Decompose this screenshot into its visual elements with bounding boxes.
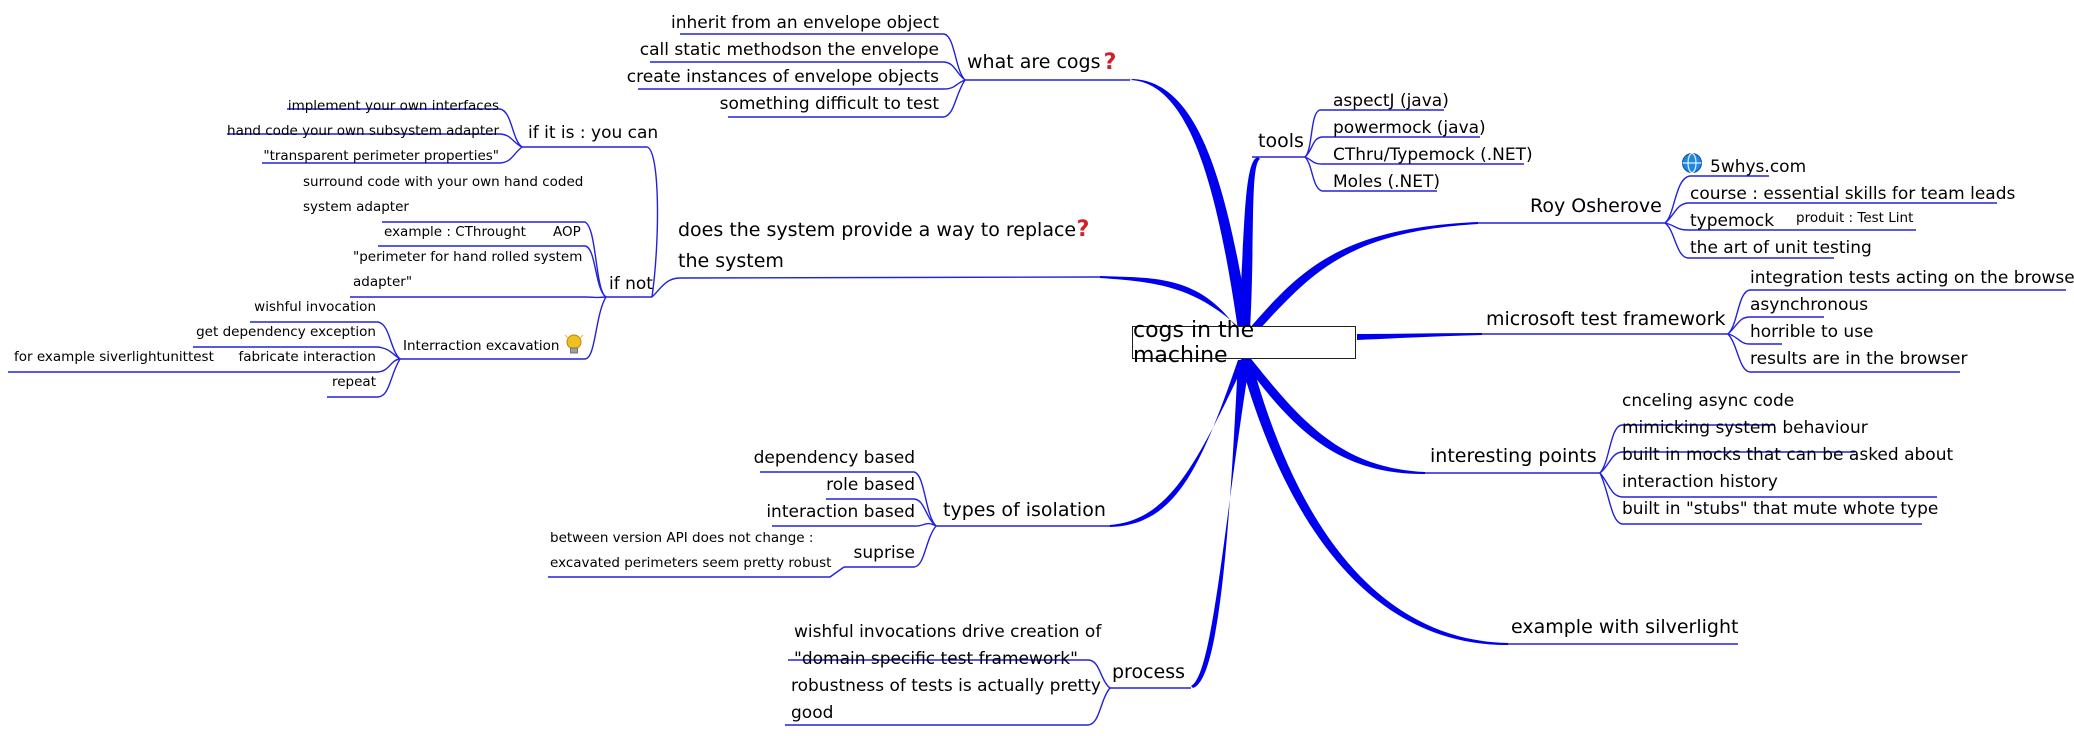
points-item[interactable]: cnceling async code [1622,391,1795,411]
globe-icon [1682,152,1702,174]
tools-item[interactable]: aspectJ (java) [1333,91,1449,111]
root-node[interactable]: cogs in the machine [1132,318,1356,368]
node-roy-osherove[interactable]: Roy Osherove [1530,195,1662,217]
excavation-item[interactable]: repeat [331,374,376,390]
tools-item[interactable]: CThru/Typemock (.NET) [1333,145,1533,165]
tools-item[interactable]: powermock (java) [1333,118,1486,138]
node-microsoft-test-framework[interactable]: microsoft test framework [1486,308,1726,330]
cogs-item[interactable]: inherit from an envelope object [671,13,939,33]
aop-example[interactable]: example : CThrought [384,224,526,240]
node-tools[interactable]: tools [1258,130,1304,152]
branch-roy [1248,222,1478,333]
points-item[interactable]: built in "stubs" that mute whote type [1622,499,1939,519]
yes-item[interactable]: "transparent perimeter properties" [263,148,499,164]
mstf-item[interactable]: asynchronous [1750,295,1869,315]
branch-mstf [1357,333,1482,340]
node-replace-question[interactable]: does the system provide a way to replace [678,219,1077,241]
process-item[interactable]: robustness of tests is actually pretty [791,676,1101,696]
isolation-surprise[interactable]: suprise [853,543,915,563]
node-what-are-cogs[interactable]: what are cogs [967,51,1101,73]
process-item[interactable]: good [791,703,834,723]
node-replace-question-line2: the system [678,250,784,272]
points-item[interactable]: interaction history [1622,472,1778,492]
node-types-of-isolation[interactable]: types of isolation [943,499,1106,521]
isolation-item[interactable]: interaction based [766,502,915,522]
typemock-product[interactable]: produit : Test Lint [1796,210,1914,226]
branch-what-are-cogs [1130,79,1250,330]
svg-text:?: ? [1077,217,1090,240]
yes-item[interactable]: hand code your own subsystem adapter [227,123,499,139]
roy-book[interactable]: the art of unit testing [1690,238,1872,258]
node-process[interactable]: process [1112,661,1186,683]
root-label: cogs in the machine [1133,317,1255,368]
mstf-item[interactable]: horrible to use [1750,322,1874,342]
surprise-note-line[interactable]: between version API does not change : [550,530,814,546]
process-item[interactable]: wishful invocations drive creation of [794,622,1102,642]
node-if-it-is[interactable]: if it is : you can [528,123,659,143]
points-item[interactable]: built in mocks that can be asked about [1622,445,1954,465]
branch-points [1242,355,1425,475]
excavation-example[interactable]: for example siverlightunittest [14,349,214,365]
if-not-surround-line[interactable]: system adapter [303,199,409,215]
if-not-perimeter-line[interactable]: adapter" [353,274,413,290]
isolation-item[interactable]: dependency based [753,448,915,468]
isolation-item[interactable]: role based [826,475,915,495]
branch-process [1191,360,1250,688]
roy-website-link[interactable]: 5whys.com [1710,157,1807,177]
excavation-item[interactable]: fabricate interaction [238,349,377,365]
excavation-item[interactable]: get dependency exception [196,324,376,340]
branch-isolation [1110,360,1246,527]
roy-course[interactable]: course : essential skills for team leads [1690,184,2016,204]
node-example-silverlight[interactable]: example with silverlight [1511,616,1739,638]
svg-text:?: ? [1104,50,1117,73]
mstf-item[interactable]: results are in the browser [1750,349,1968,369]
lightbulb-icon [564,334,584,354]
node-interaction-excavation[interactable]: Interraction excavation [403,338,560,354]
node-interesting-points[interactable]: interesting points [1430,445,1597,467]
if-not-surround-line[interactable]: surround code with your own hand coded [303,174,584,190]
mstf-item[interactable]: integration tests acting on the browser [1750,268,2074,288]
cogs-item[interactable]: something difficult to test [719,94,939,114]
points-item[interactable]: mimicking system behaviour [1622,418,1868,438]
roy-typemock[interactable]: typemock [1690,211,1775,231]
if-not-aop[interactable]: AOP [553,224,581,240]
branch-tools [1238,157,1260,330]
cogs-item[interactable]: call static methodson the envelope [639,40,939,60]
surprise-note-line[interactable]: excavated perimeters seem pretty robust [550,555,832,571]
tools-item[interactable]: Moles (.NET) [1333,172,1441,192]
excavation-item[interactable]: wishful invocation [254,299,376,315]
process-item[interactable]: "domain specific test framework" [794,649,1078,669]
cogs-item[interactable]: create instances of envelope objects [626,67,939,87]
yes-item[interactable]: implement your own interfaces [287,98,499,114]
node-if-not[interactable]: if not [609,274,653,294]
branch-replace [1100,276,1244,332]
question-mark-icon: ? [1104,50,1117,73]
question-mark-icon: ? [1077,217,1090,240]
if-not-perimeter-line[interactable]: "perimeter for hand rolled system [353,249,583,265]
